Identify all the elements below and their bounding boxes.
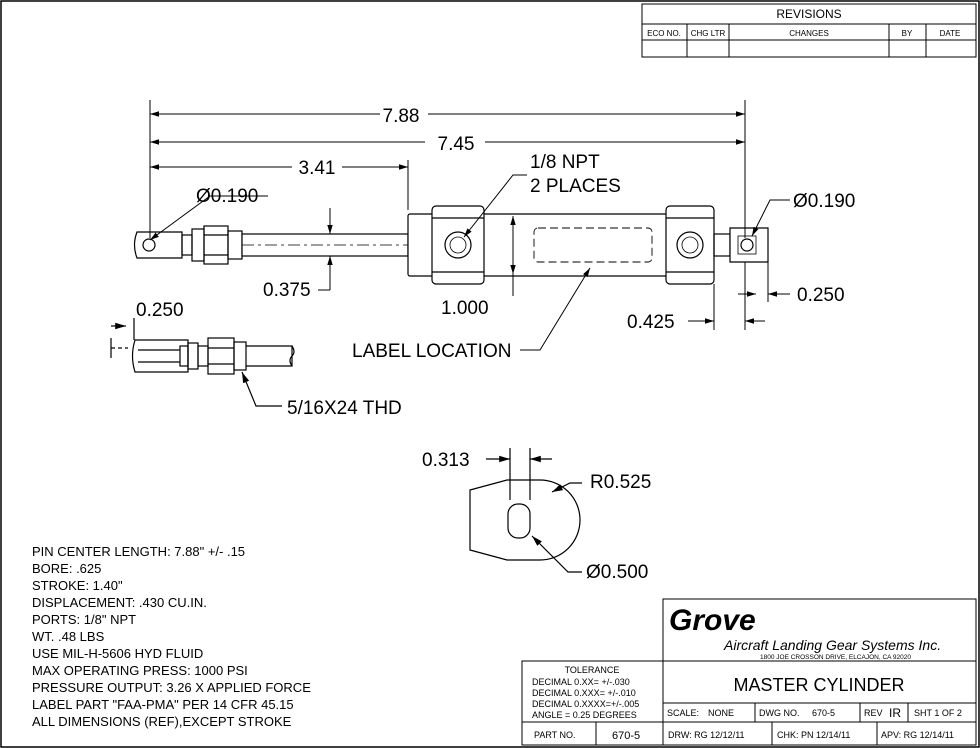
checked-by: CHK: PN 12/14/11 (777, 730, 850, 740)
note-line: PRESSURE OUTPUT: 3.26 X APPLIED FORCE (32, 680, 311, 695)
dim-eye-dia: Ø0.500 (586, 562, 648, 583)
scale-label: SCALE: (667, 708, 699, 718)
note-line: BORE: .625 (32, 561, 101, 576)
part-label: PART NO. (534, 730, 576, 740)
drawn-by: DRW: RG 12/12/11 (668, 730, 745, 740)
dim-rod-length: 3.41 (299, 158, 336, 179)
company-logo: Grove (669, 604, 756, 637)
dim-left-slot: 0.250 (136, 300, 184, 321)
dim-eye-width: 0.313 (422, 450, 470, 471)
note-line: PORTS: 1/8" NPT (32, 612, 136, 627)
tolerance-line: ANGLE = 0.25 DEGREES (532, 710, 637, 720)
tolerance-line: DECIMAL 0.XXX= +/-.010 (532, 688, 636, 698)
dwg-value: 670-5 (812, 708, 835, 718)
thread-callout: 5/16X24 THD (287, 398, 402, 419)
note-line: ALL DIMENSIONS (REF),EXCEPT STROKE (32, 714, 292, 729)
dim-end-offset: 0.425 (627, 312, 675, 333)
rev-value: IR (889, 706, 901, 720)
rev-col-changes: CHANGES (789, 29, 829, 38)
part-value: 670-5 (612, 730, 640, 742)
note-line: LABEL PART "FAA-PMA" PER 14 CFR 45.15 (32, 697, 294, 712)
scale-value: NONE (708, 708, 734, 718)
tolerance-title: TOLERANCE (565, 665, 620, 675)
note-line: WT. .48 LBS (32, 629, 105, 644)
tolerance-line: DECIMAL 0.XXXX=+/-.005 (532, 699, 639, 709)
dim-pin-to-pin: 7.45 (438, 134, 475, 155)
rev-col-chg: CHG LTR (691, 29, 726, 38)
dim-rod-dia: 0.375 (263, 280, 311, 301)
sheet-number: SHT 1 OF 2 (914, 708, 962, 718)
cylinder-side-view (133, 205, 769, 285)
drawing-title: MASTER CYLINDER (733, 675, 904, 695)
general-notes: PIN CENTER LENGTH: 7.88" +/- .15 BORE: .… (32, 544, 311, 729)
dimension-lines (149, 100, 790, 351)
revisions-table: REVISIONS ECO NO. CHG LTR CHANGES BY DAT… (641, 3, 977, 58)
tolerance-line: DECIMAL 0.XX= +/-.030 (532, 677, 630, 687)
note-line: MAX OPERATING PRESS: 1000 PSI (32, 663, 248, 678)
dim-eye-radius: R0.525 (590, 472, 651, 493)
note-line: PIN CENTER LENGTH: 7.88" +/- .15 (32, 544, 245, 559)
company-name: Aircraft Landing Gear Systems Inc. (723, 637, 941, 653)
note-line: USE MIL-H-5606 HYD FLUID (32, 646, 203, 661)
clevis-detail-view (110, 318, 295, 407)
company-address: 1800 JOE CROSSON DRIVE, ELCAJON, CA 9202… (760, 654, 911, 661)
dim-right-pin-dia: Ø0.190 (793, 191, 855, 212)
dim-overall-length: 7.88 (383, 106, 420, 127)
dwg-label: DWG NO. (759, 708, 800, 718)
title-block (521, 598, 977, 746)
note-line: DISPLACEMENT: .430 CU.IN. (32, 595, 207, 610)
dim-body-dia: 1.000 (441, 298, 489, 319)
rev-col-date: DATE (940, 29, 961, 38)
dim-npt-line1: 1/8 NPT (530, 152, 600, 173)
revisions-title: REVISIONS (776, 7, 841, 21)
label-location-callout: LABEL LOCATION (352, 341, 511, 362)
approved-by: APV: RG 12/14/11 (881, 730, 954, 740)
dim-npt-line2: 2 PLACES (530, 176, 621, 197)
rev-col-by: BY (902, 29, 913, 38)
dim-right-slot: 0.250 (797, 285, 845, 306)
dim-left-pin-dia: Ø0.190 (196, 186, 258, 207)
eye-end-view (469, 448, 582, 573)
rev-label: REV (864, 708, 883, 718)
note-line: STROKE: 1.40" (32, 578, 123, 593)
rev-col-eco: ECO NO. (647, 29, 681, 38)
